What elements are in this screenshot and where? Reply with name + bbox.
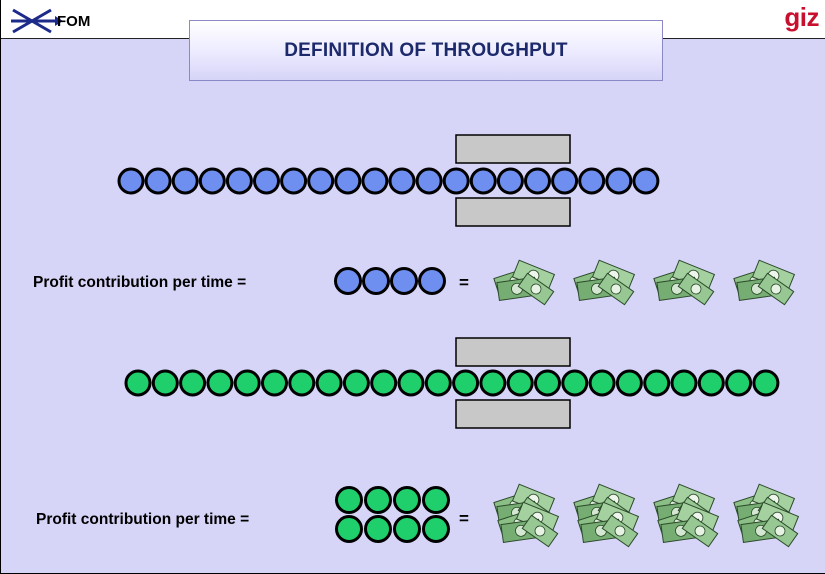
green-unit xyxy=(397,369,425,397)
page-title: DEFINITION OF THROUGHPUT xyxy=(284,39,568,61)
dollar-bills-icon xyxy=(573,259,635,306)
blue-units-per-time xyxy=(334,267,446,295)
green-unit xyxy=(725,369,753,397)
green-unit xyxy=(752,369,780,397)
blue-unit xyxy=(524,167,551,195)
green-unit xyxy=(393,515,421,543)
title-box: DEFINITION OF THROUGHPUT xyxy=(189,20,663,81)
green-unit xyxy=(424,369,452,397)
green-unit xyxy=(335,486,363,514)
arrow-crossed-icon xyxy=(11,8,63,34)
bottleneck-bottom-2 xyxy=(455,399,571,429)
blue-unit xyxy=(171,167,199,195)
fom-logo-text: FOM xyxy=(57,12,91,30)
green-unit xyxy=(479,369,507,397)
blue-unit xyxy=(388,167,416,195)
blue-unit xyxy=(469,167,497,195)
dollar-bills-icon xyxy=(653,259,715,306)
blue-unit xyxy=(334,167,362,195)
green-unit xyxy=(233,369,261,397)
green-unit xyxy=(335,515,363,543)
blue-unit xyxy=(253,167,280,195)
equals-sign-1: = xyxy=(459,273,469,292)
green-unit xyxy=(534,369,561,397)
green-unit xyxy=(506,369,534,397)
green-unit xyxy=(364,515,392,543)
blue-unit xyxy=(551,167,579,195)
blue-unit-line xyxy=(117,167,660,195)
blue-unit xyxy=(280,167,308,195)
bottleneck-top-1 xyxy=(455,134,571,164)
giz-logo: giz xyxy=(784,2,819,32)
green-units-per-time xyxy=(335,486,450,543)
green-unit xyxy=(615,369,643,397)
blue-unit xyxy=(632,167,660,195)
money-piles-1 xyxy=(493,259,795,306)
blue-unit xyxy=(334,267,362,295)
green-unit xyxy=(261,369,288,397)
bottleneck-top-2 xyxy=(455,337,571,367)
green-unit xyxy=(561,369,589,397)
blue-unit xyxy=(415,167,443,195)
blue-unit xyxy=(307,167,335,195)
blue-unit xyxy=(361,167,389,195)
blue-unit xyxy=(225,167,253,195)
blue-unit xyxy=(442,167,470,195)
profit-label-2: Profit contribution per time = xyxy=(36,511,250,528)
green-unit xyxy=(288,369,316,397)
green-unit xyxy=(315,369,343,397)
blue-unit xyxy=(144,167,172,195)
green-unit xyxy=(422,486,450,514)
green-unit xyxy=(393,486,421,514)
green-unit xyxy=(179,369,207,397)
money-piles-2 xyxy=(493,483,799,548)
profit-label-1: Profit contribution per time = xyxy=(33,274,247,291)
green-unit xyxy=(422,515,450,543)
blue-unit xyxy=(198,167,226,195)
green-unit xyxy=(452,369,480,397)
dollar-bills-icon xyxy=(493,259,555,306)
fom-logo: FOM xyxy=(11,6,90,36)
green-unit xyxy=(206,369,234,397)
dollar-bills-icon xyxy=(733,259,795,306)
green-unit xyxy=(670,369,698,397)
green-unit xyxy=(364,486,392,514)
equals-sign-2: = xyxy=(459,509,469,528)
blue-unit xyxy=(605,167,633,195)
blue-unit xyxy=(117,167,145,195)
green-unit xyxy=(124,369,152,397)
blue-unit xyxy=(578,167,606,195)
green-unit xyxy=(370,369,398,397)
blue-unit xyxy=(496,167,524,195)
green-unit xyxy=(342,369,370,397)
blue-unit xyxy=(390,267,418,295)
green-unit-line xyxy=(124,369,780,397)
blue-unit xyxy=(362,267,390,295)
blue-unit xyxy=(418,267,446,295)
green-unit xyxy=(697,369,725,397)
green-unit xyxy=(151,369,179,397)
bottleneck-bottom-1 xyxy=(455,197,571,227)
green-unit xyxy=(643,369,671,397)
green-unit xyxy=(588,369,616,397)
